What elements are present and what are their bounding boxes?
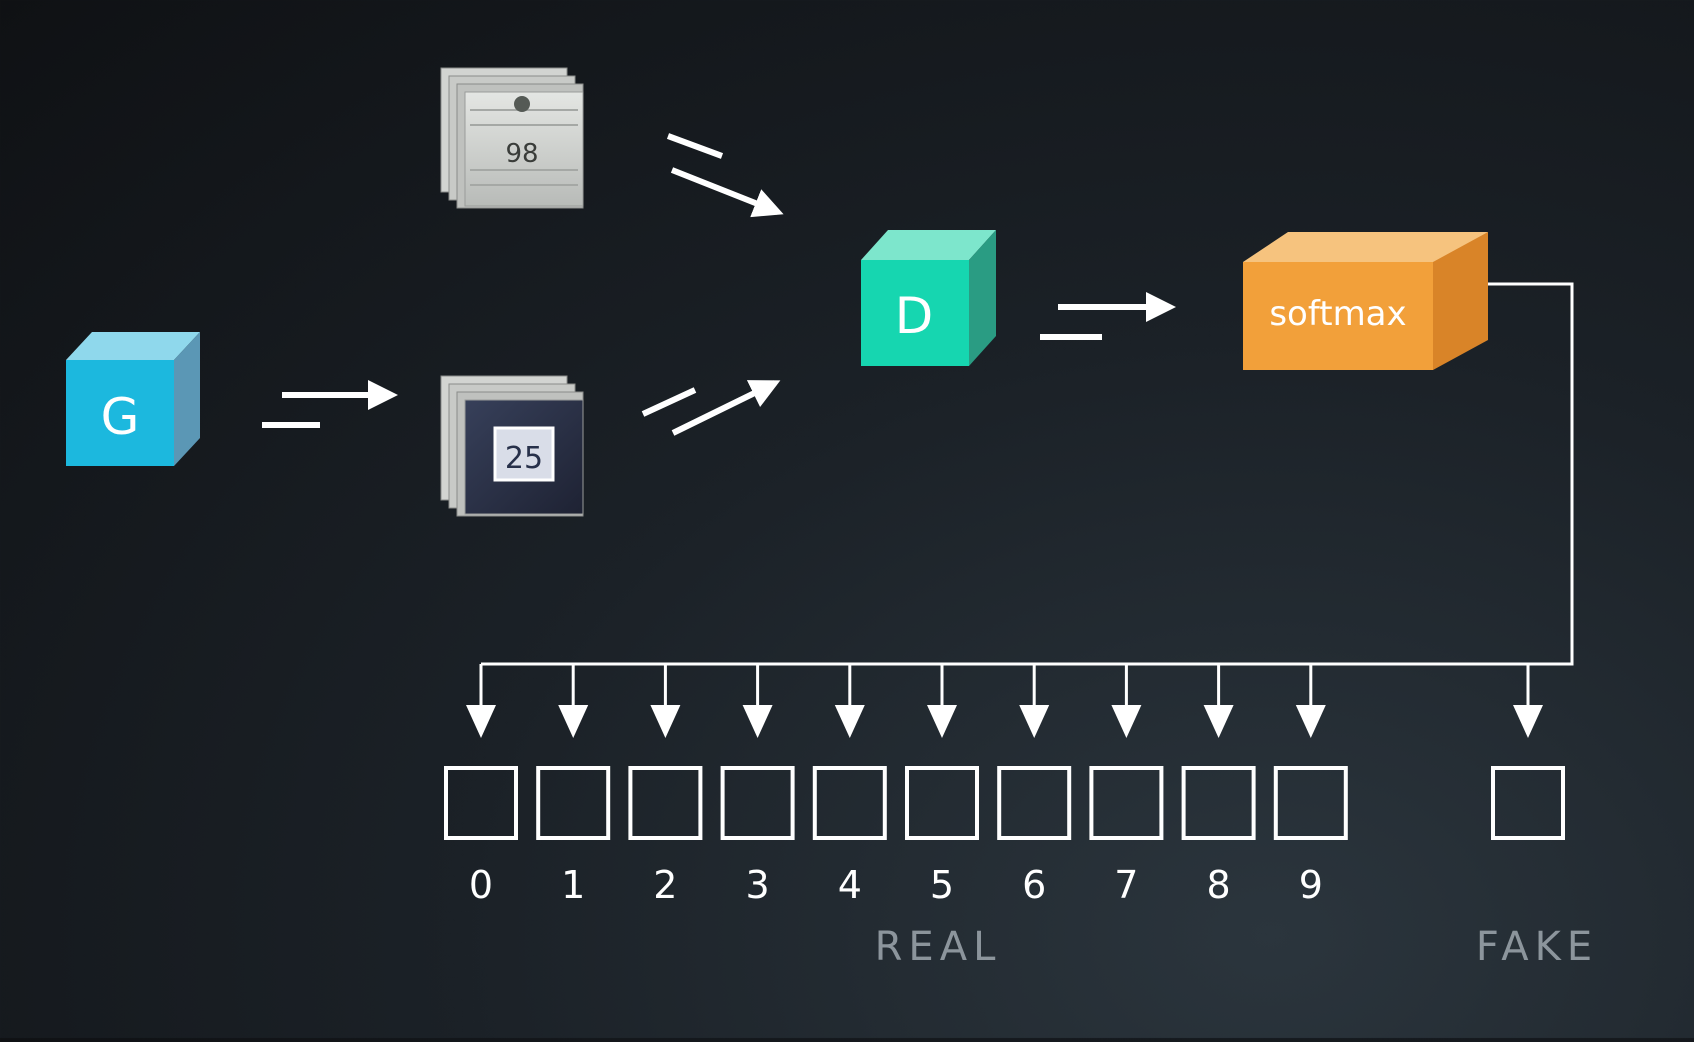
arrow-discriminator-to-softmax [1040, 292, 1176, 340]
output-class-7: 7 [1089, 664, 1164, 907]
real-group-label: REAL [875, 924, 1002, 970]
class-box-9 [1273, 766, 1348, 840]
output-class-5: 5 [905, 664, 979, 907]
softmax-face [1243, 262, 1433, 370]
class-label-3: 3 [746, 863, 770, 907]
class-label-4: 4 [838, 863, 862, 907]
arrow-fake-to-discriminator [641, 380, 781, 436]
fake-images-stack: 25 [440, 375, 584, 517]
class-label-6: 6 [1022, 863, 1046, 907]
output-class-2: 2 [628, 664, 703, 907]
class-label-1: 1 [561, 863, 585, 907]
class-box-4 [812, 766, 887, 840]
output-arrow-head [1111, 705, 1142, 738]
output-class-4: 4 [812, 664, 887, 907]
class-box-3 [720, 766, 795, 840]
output-classes: 0 1 2 3 4 5 6 7 8 9 [444, 664, 1565, 907]
output-arrow-head [1513, 705, 1543, 738]
output-class-1: 1 [536, 664, 611, 907]
output-arrow-head [466, 705, 496, 738]
fake-digit-text: 25 [505, 441, 543, 476]
generator-face [66, 360, 174, 466]
class-box-6 [997, 766, 1072, 840]
output-class-0: 0 [444, 664, 518, 907]
output-arrow-head [1295, 705, 1326, 738]
arrow-generator-to-fake [262, 380, 398, 428]
real-digit-text: 98 [505, 139, 538, 169]
class-label-0: 0 [469, 863, 493, 907]
output-class-3: 3 [720, 664, 795, 907]
class-box-7 [1089, 766, 1164, 840]
output-arrow-head [834, 705, 865, 738]
class-box-0 [444, 766, 518, 840]
output-class-6: 6 [997, 664, 1072, 907]
output-arrow-head [650, 705, 681, 738]
discriminator-face [861, 260, 969, 366]
class-label-2: 2 [653, 863, 677, 907]
discriminator-label: D [895, 287, 934, 345]
output-arrow-head [927, 705, 957, 738]
discriminator-cube: D [861, 230, 996, 366]
class-box-2 [628, 766, 703, 840]
output-class-9: 9 [1273, 664, 1348, 907]
output-arrow-head [1019, 705, 1050, 738]
class-label-5: 5 [930, 863, 954, 907]
softmax-label: softmax [1269, 294, 1406, 334]
softmax-block: softmax [1243, 232, 1488, 370]
class-box-5 [905, 766, 979, 840]
output-arrow-head [558, 705, 589, 738]
class-box-1 [536, 766, 611, 840]
class-label-7: 7 [1114, 863, 1138, 907]
real-images-stack: 98 [440, 67, 584, 209]
fake-class-box [1491, 766, 1565, 840]
arrow-real-to-discriminator [666, 133, 784, 218]
output-arrow-head [742, 705, 773, 738]
fake-digit-image [464, 399, 584, 515]
class-label-8: 8 [1207, 863, 1231, 907]
generator-label: G [101, 388, 140, 446]
class-label-9: 9 [1299, 863, 1323, 907]
output-connector [481, 282, 1574, 666]
class-box-8 [1181, 766, 1256, 840]
fake-group-label: FAKE [1476, 924, 1598, 970]
output-arrow-head [1203, 705, 1234, 738]
output-class-8: 8 [1181, 664, 1256, 907]
generator-cube: G [66, 332, 200, 466]
output-fake [1491, 664, 1565, 840]
